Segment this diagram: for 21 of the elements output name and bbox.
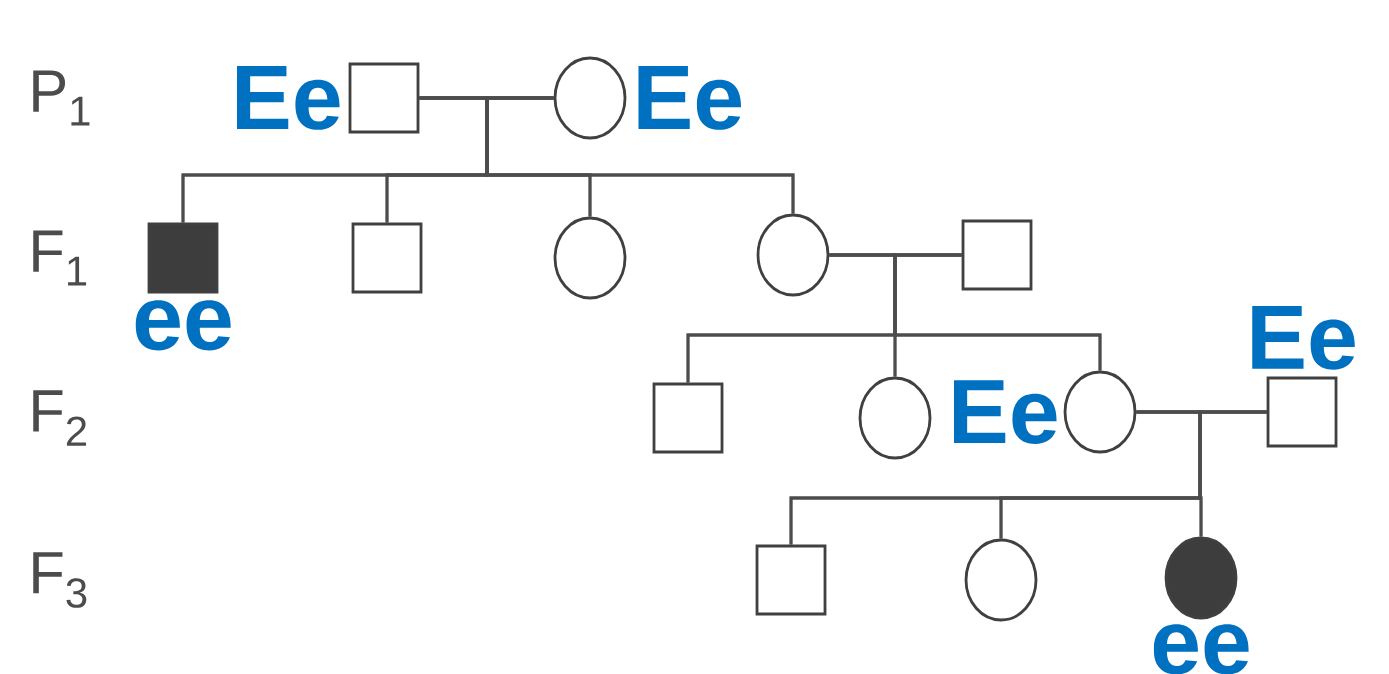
pedigree-line [893,253,1102,371]
genotype-label: Ee [954,380,1057,444]
pedigree-line [485,96,795,214]
pedigree-square [755,544,827,616]
generation-label: F$_{3}$ [33,552,87,608]
generation-label: F$_{2}$ [33,390,86,446]
pedigree-circle [858,376,932,460]
pedigree-circle [964,538,1038,622]
genotype-label: Ee [237,66,340,130]
genotype-label: Ee [1252,305,1355,370]
genotype-label: Ee [638,66,741,130]
generation-label: P$_{1}$ [33,70,90,126]
pedigree-circle [756,213,830,297]
genotype-label: ee [135,300,231,351]
pedigree-square [961,219,1033,291]
pedigree-square [351,222,423,294]
genotype-label: ee [1153,624,1249,674]
pedigree-square [652,382,724,454]
generation-label: F$_{1}$ [33,230,87,286]
pedigree-line [1198,410,1267,537]
pedigree-circle [553,216,627,300]
